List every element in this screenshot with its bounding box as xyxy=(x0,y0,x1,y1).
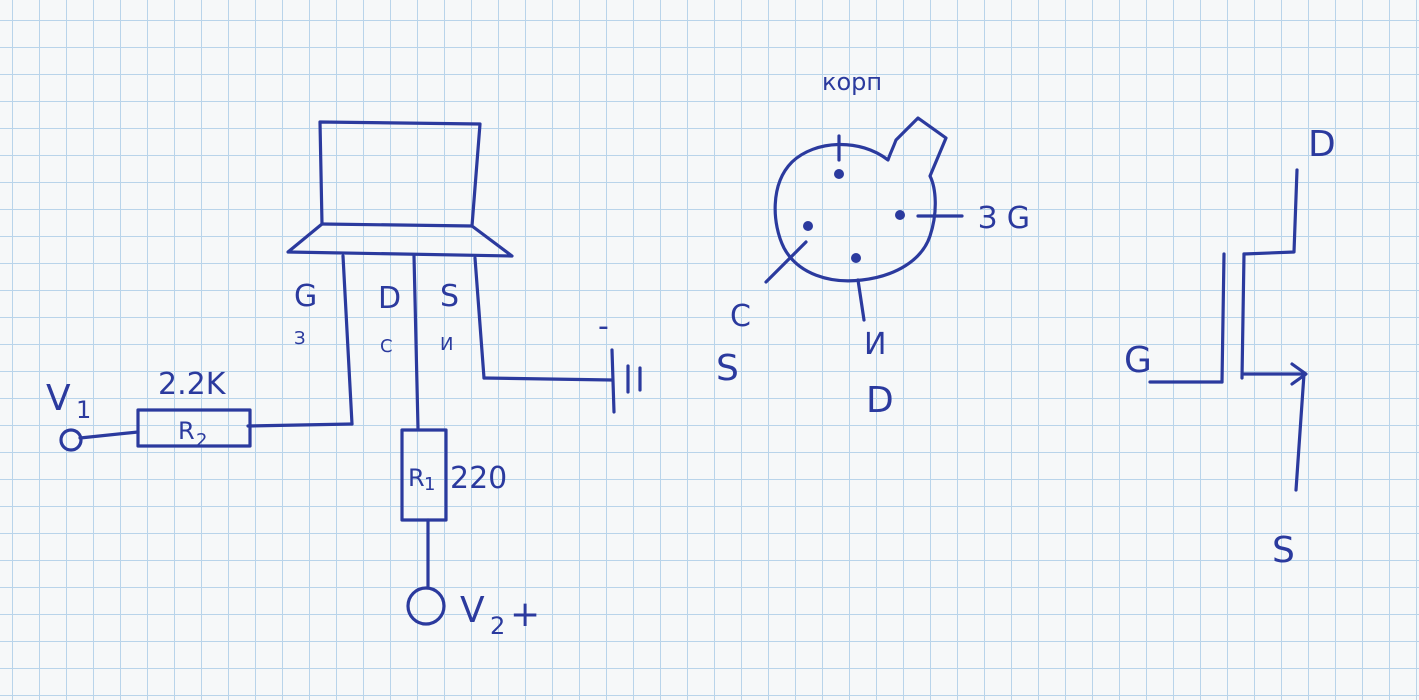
source-lead xyxy=(473,256,486,380)
v1-label: V xyxy=(46,378,71,419)
gate-lead xyxy=(341,254,354,426)
symbol-drain-label: D xyxy=(1308,124,1336,165)
drain-lead xyxy=(412,254,420,430)
source-pin xyxy=(851,253,861,263)
gate-pin-label: G xyxy=(294,279,317,314)
v2-terminal xyxy=(406,586,446,626)
battery-minus: - xyxy=(598,309,609,344)
r1-name: R xyxy=(408,464,425,492)
test-circuit: G З D С S И R 2 2.2K V 1 R 1 220 V 2 + - xyxy=(46,120,642,640)
drain-pin xyxy=(803,221,813,231)
case-label: корп xyxy=(822,68,882,96)
r1-sub: 1 xyxy=(424,474,435,495)
gate-pin xyxy=(895,210,905,220)
source-pin-label: S xyxy=(440,279,459,314)
drain-pin-label-ru: С xyxy=(380,336,393,357)
pinout-drain-ru: С xyxy=(730,299,751,334)
v1-sub: 1 xyxy=(76,396,91,424)
resistor-r1 xyxy=(400,428,448,522)
channel-line xyxy=(1240,252,1246,380)
pinout-source-ru: И xyxy=(864,327,886,362)
r1-value: 220 xyxy=(450,461,507,496)
symbol-source-label: S xyxy=(1272,530,1295,571)
transistor-package xyxy=(286,120,514,258)
v2-label: V xyxy=(460,590,485,631)
source-pin-label-ru: И xyxy=(440,334,453,355)
v2-sign: + xyxy=(510,594,540,635)
r2-name: R xyxy=(178,417,195,445)
v2-sub: 2 xyxy=(490,612,505,640)
symbol-gate-label: G xyxy=(1124,340,1152,381)
mosfet-symbol: D G S xyxy=(1124,124,1336,571)
source-arrow xyxy=(1290,362,1308,386)
v1-terminal xyxy=(59,428,83,452)
drain-pin-label: D xyxy=(378,281,401,316)
gate-pin-label-ru: З xyxy=(294,328,306,349)
r2-value: 2.2K xyxy=(158,367,227,402)
pinout-diagram: корп З G С S И D xyxy=(716,68,1030,421)
resistor-r2 xyxy=(136,408,252,448)
pinout-source-label: D xyxy=(866,380,894,421)
r2-sub: 2 xyxy=(196,430,207,451)
pinout-package-outline xyxy=(773,116,948,283)
pinout-gate-label: З G xyxy=(978,201,1030,236)
case-pin xyxy=(834,169,844,179)
battery-plate-long xyxy=(610,348,616,414)
gate-plate xyxy=(1220,252,1226,384)
pinout-drain-label: S xyxy=(716,348,739,389)
